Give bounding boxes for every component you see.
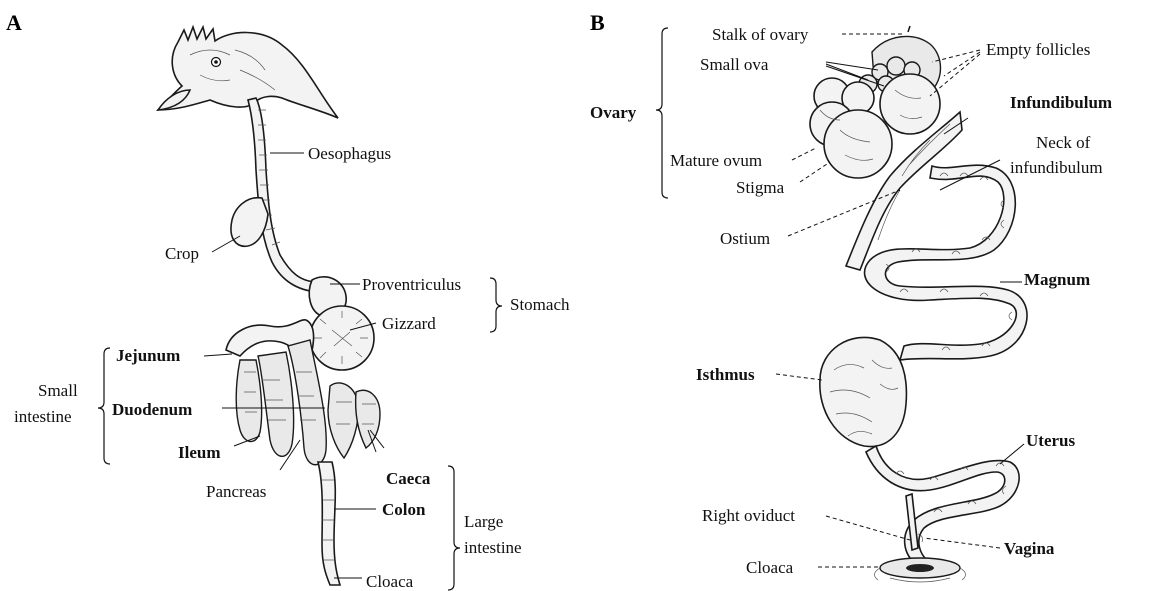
label-isthmus: Isthmus [696,365,755,384]
panel-b: B [590,10,1112,582]
label-jejunum: Jejunum [116,346,180,365]
label-ostium: Ostium [720,229,770,248]
label-empty-follicles: Empty follicles [986,40,1090,59]
label-ovary: Ovary [590,103,637,122]
crop-drawing [231,198,268,247]
panel-b-letter: B [590,10,605,35]
label-proventriculus: Proventriculus [362,275,461,294]
label-cloaca-a: Cloaca [366,572,414,591]
chicken-head-drawing [158,27,338,118]
panel-a-letter: A [6,10,22,35]
label-large-intestine-line1: Large [464,512,503,531]
label-caeca: Caeca [386,469,431,488]
label-pancreas: Pancreas [206,482,266,501]
label-mature-ovum: Mature ovum [670,151,762,170]
oesophagus-drawing [248,98,322,292]
label-ileum: Ileum [178,443,221,462]
label-small-ova: Small ova [700,55,769,74]
label-neck-line2: infundibulum [1010,158,1103,177]
label-gizzard: Gizzard [382,314,436,333]
label-infundibulum: Infundibulum [1010,93,1112,112]
label-vagina: Vagina [1004,539,1055,558]
label-neck-line1: Neck of [1036,133,1091,152]
label-colon: Colon [382,500,426,519]
label-stomach: Stomach [510,295,570,314]
label-right-oviduct: Right oviduct [702,506,795,525]
label-oesophagus: Oesophagus [308,144,391,163]
label-large-intestine-line2: intestine [464,538,522,557]
oviduct-drawing [820,112,1027,582]
label-small-intestine-line2: intestine [14,407,72,426]
label-magnum: Magnum [1024,270,1090,289]
label-cloaca-b: Cloaca [746,558,794,577]
label-stalk-of-ovary: Stalk of ovary [712,25,809,44]
label-stigma: Stigma [736,178,785,197]
gizzard-drawing [310,306,374,370]
label-small-intestine-line1: Small [38,381,78,400]
label-duodenum: Duodenum [112,400,192,419]
label-crop: Crop [165,244,199,263]
panel-a: A [6,10,570,591]
label-uterus: Uterus [1026,431,1075,450]
